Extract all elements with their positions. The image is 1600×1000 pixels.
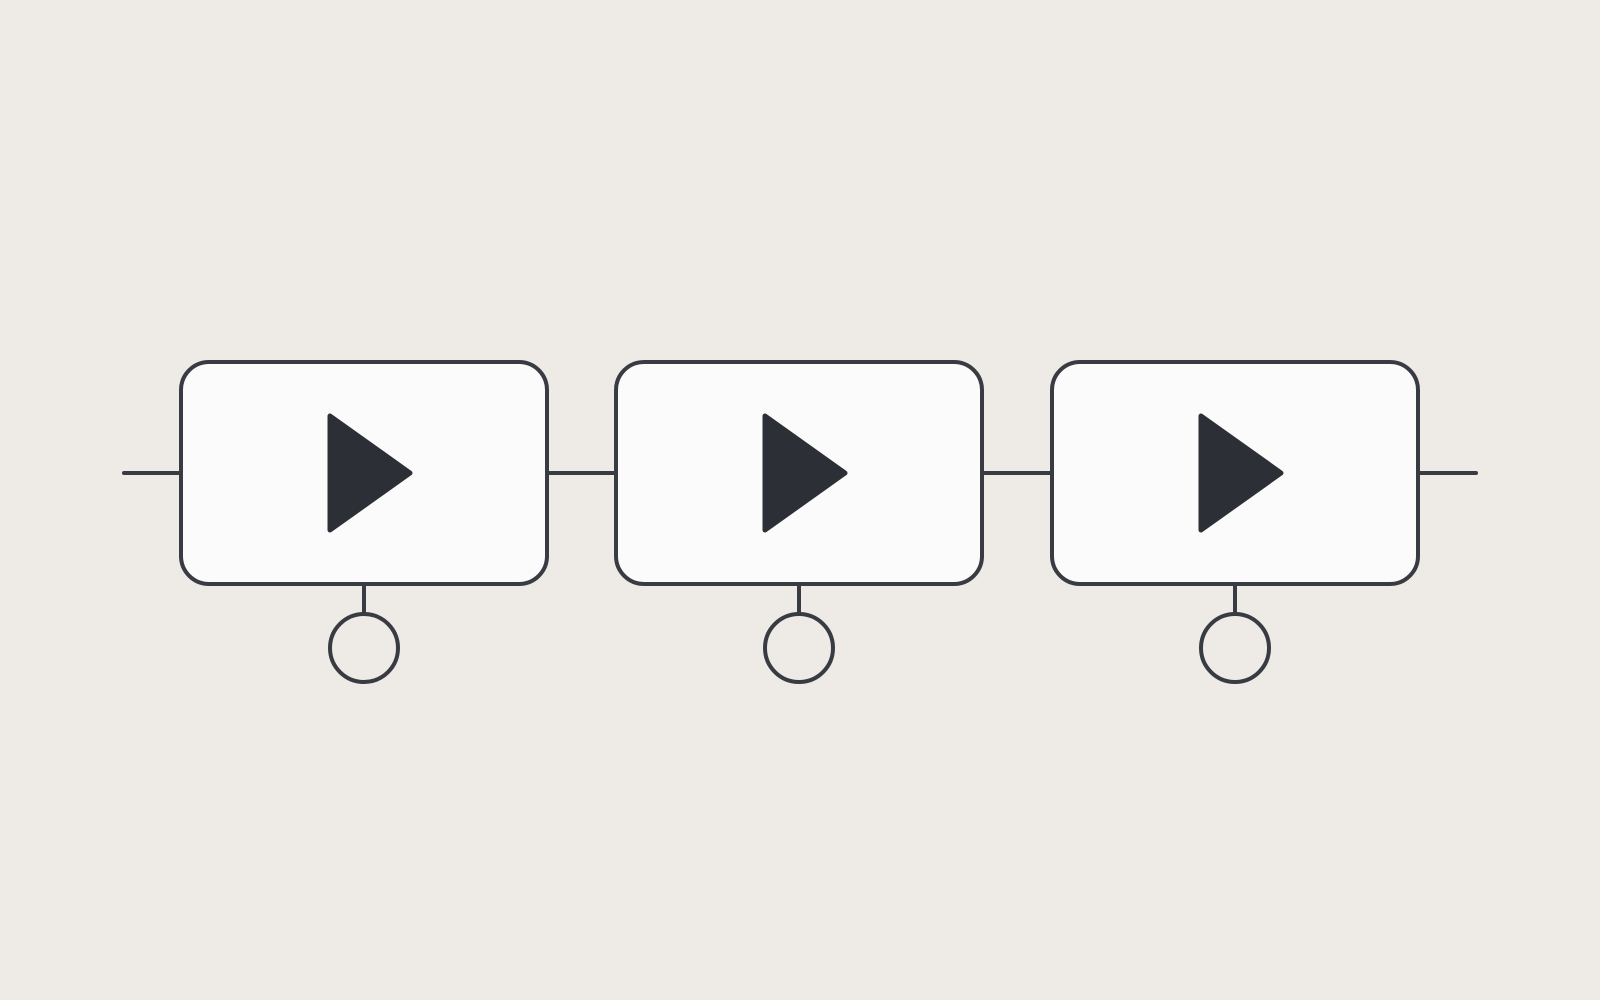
video-node-1[interactable] (179, 360, 549, 684)
video-node-2[interactable] (614, 360, 984, 684)
circle-node-icon (1199, 612, 1271, 684)
play-icon[interactable] (762, 413, 848, 533)
circle-node-icon (328, 612, 400, 684)
circle-node-icon (763, 612, 835, 684)
video-node-group (179, 360, 1420, 684)
video-node-3[interactable] (1050, 360, 1420, 684)
play-icon[interactable] (327, 413, 413, 533)
play-icon[interactable] (1198, 413, 1284, 533)
